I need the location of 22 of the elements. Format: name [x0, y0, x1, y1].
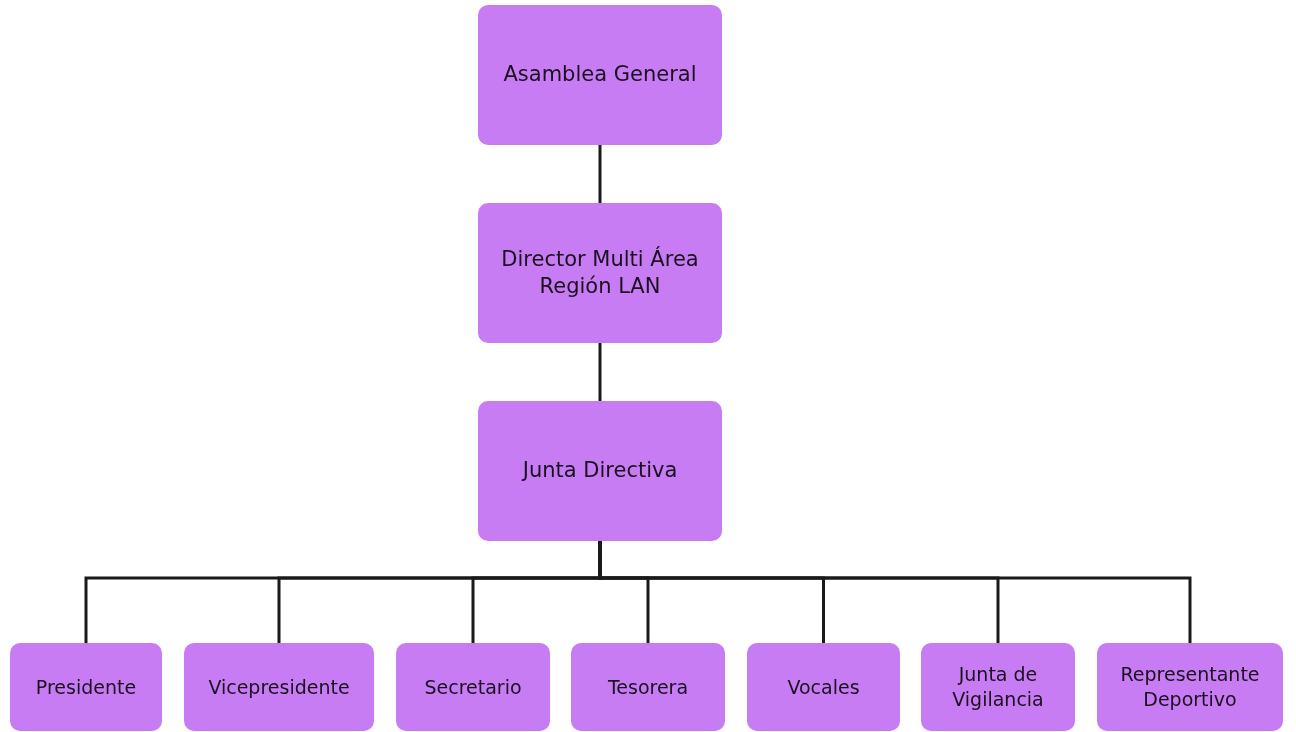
org-box: [921, 643, 1075, 731]
org-box: [571, 643, 725, 731]
role-title: Vocales: [787, 674, 860, 700]
connector-line: [598, 145, 602, 203]
role-title: Vicepresidente: [208, 674, 350, 700]
org-box: [1097, 643, 1283, 731]
role-title: Junta de Vigilancia: [951, 662, 1045, 712]
role-title: Asamblea General: [503, 61, 697, 89]
role-title: Presidente: [35, 674, 137, 700]
org-box: [747, 643, 900, 731]
role-title: Tesorera: [607, 674, 689, 700]
connector-line: [598, 343, 602, 401]
role-title: Representante Deportivo: [1119, 662, 1261, 712]
role-title: Secretario: [424, 674, 522, 700]
role-title: Junta Directiva: [522, 457, 678, 485]
org-box: [10, 643, 162, 731]
org-box: [478, 203, 722, 343]
role-title: Director Multi Área Región LAN: [500, 245, 700, 300]
org-box: [478, 5, 722, 145]
org-box: [396, 643, 550, 731]
org-box: [184, 643, 374, 731]
org-box: [478, 401, 722, 541]
